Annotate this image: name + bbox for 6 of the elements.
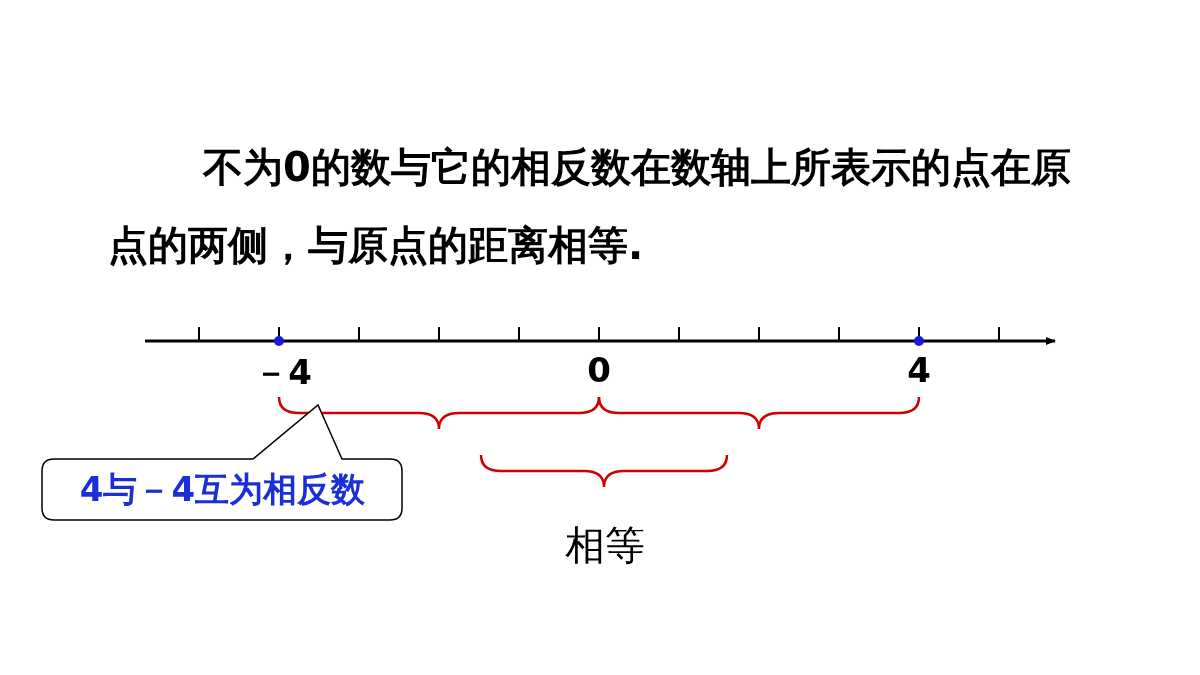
tick-label: 0: [586, 350, 612, 390]
tick-label: 4: [906, 350, 932, 390]
caption-text: 相等: [564, 521, 646, 570]
tick-label: －4: [253, 351, 313, 394]
callout-box: 4与－4互为相反数: [41, 403, 404, 522]
statement-text: 不为0的数与它的相反数在数轴上所表示的点在原点的两侧，与原点的距离相等.: [108, 143, 1072, 270]
